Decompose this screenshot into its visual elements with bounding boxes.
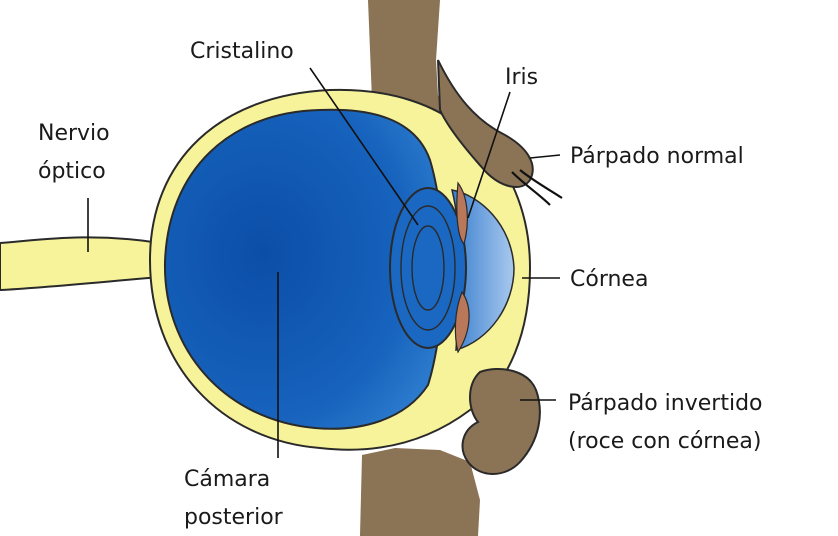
label-nervio-line1: Nervio: [38, 121, 110, 146]
label-camara-line1: Cámara: [184, 467, 270, 492]
face-skin-lower: [360, 448, 480, 536]
label-parpado-invertido-line1: Párpado invertido: [568, 391, 763, 416]
leader-parpado-normal: [530, 155, 560, 158]
label-nervio-line2: óptico: [38, 159, 106, 184]
label-parpado-invertido-line2: (roce con córnea): [568, 429, 761, 454]
inverted-eyelid: [463, 369, 540, 474]
label-camara-line2: posterior: [184, 505, 284, 530]
label-cristalino: Cristalino: [190, 39, 294, 64]
label-iris: Iris: [505, 65, 538, 90]
label-cornea: Córnea: [570, 267, 648, 292]
label-parpado-normal: Párpado normal: [570, 144, 744, 169]
optic-nerve: [0, 237, 160, 290]
